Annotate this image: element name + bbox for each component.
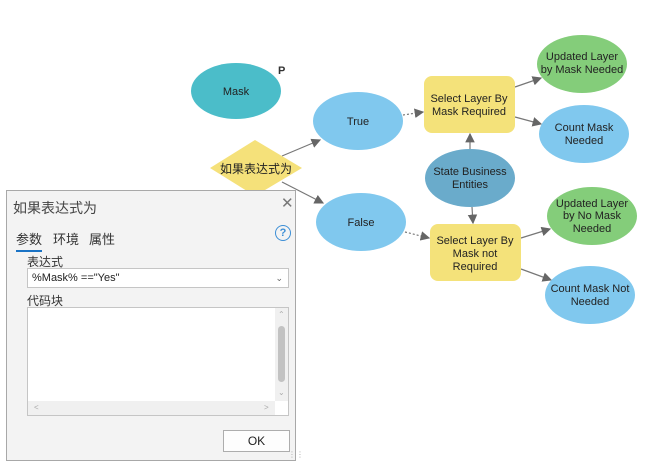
node-updated-no-mask[interactable]: Updated Layer by No Mask Needed bbox=[547, 187, 637, 245]
node-label: Count Mask Not bbox=[551, 283, 630, 295]
node-label: Needed bbox=[571, 296, 610, 308]
scrollbar-thumb[interactable] bbox=[278, 326, 285, 382]
scroll-up-icon[interactable]: ⌃ bbox=[278, 310, 285, 319]
node-label: Mask Required bbox=[432, 106, 506, 118]
node-label: State Business bbox=[433, 166, 507, 178]
node-label: 如果表达式为 bbox=[220, 161, 292, 176]
node-label: Mask not bbox=[453, 248, 498, 260]
node-label: Select Layer By bbox=[430, 93, 508, 105]
connector bbox=[520, 226, 552, 239]
node-label: Updated Layer bbox=[546, 51, 618, 63]
node-label: Count Mask bbox=[555, 122, 614, 134]
node-label: by No Mask bbox=[563, 210, 622, 222]
node-mask[interactable]: Mask P bbox=[191, 63, 285, 119]
node-updated-mask[interactable]: Updated Layer by Mask Needed bbox=[537, 35, 627, 93]
expression-select[interactable]: %Mask% =="Yes" ⌄ bbox=[27, 268, 289, 288]
node-label: Required bbox=[453, 261, 498, 273]
vertical-scrollbar[interactable]: ⌃ ⌄ bbox=[275, 308, 288, 401]
parameter-badge: P bbox=[278, 65, 285, 77]
node-state-entities[interactable]: State Business Entities bbox=[425, 149, 515, 207]
connector bbox=[514, 116, 543, 127]
help-icon[interactable]: ? bbox=[275, 225, 291, 241]
node-condition[interactable]: 如果表达式为 bbox=[210, 140, 302, 196]
node-count-mask[interactable]: Count Mask Needed bbox=[539, 105, 629, 163]
node-label: Needed bbox=[573, 223, 612, 235]
connector bbox=[520, 268, 553, 282]
connector bbox=[402, 108, 425, 118]
connector bbox=[467, 206, 478, 225]
node-false[interactable]: False bbox=[316, 193, 406, 251]
node-select-required[interactable]: Select Layer By Mask Required bbox=[424, 76, 515, 133]
connector bbox=[404, 231, 431, 241]
node-label: Mask bbox=[223, 86, 250, 98]
scroll-right-icon[interactable]: > bbox=[264, 403, 269, 412]
chevron-down-icon: ⌄ bbox=[275, 273, 283, 283]
scroll-left-icon[interactable]: < bbox=[34, 403, 39, 412]
close-icon[interactable]: ✕ bbox=[281, 195, 294, 212]
dialog-title: 如果表达式为 bbox=[13, 200, 97, 216]
node-count-mask-not[interactable]: Count Mask Not Needed bbox=[545, 266, 635, 324]
node-label: Updated Layer bbox=[556, 198, 628, 210]
node-label: Select Layer By bbox=[436, 235, 514, 247]
connector bbox=[514, 76, 543, 88]
connector bbox=[281, 181, 325, 204]
tab-environments[interactable]: 环境 bbox=[53, 232, 80, 247]
code-block-label: 代码块 bbox=[27, 294, 64, 308]
node-label: by Mask Needed bbox=[541, 64, 624, 76]
expression-value: %Mask% =="Yes" bbox=[32, 272, 120, 284]
connector bbox=[281, 138, 322, 157]
resize-grip-icon[interactable]: ⋮⋮ bbox=[288, 450, 304, 459]
properties-dialog: 如果表达式为 ✕ 参数 环境 属性 ? 表达式 %Mask% =="Yes" ⌄… bbox=[6, 190, 304, 461]
ok-button[interactable]: OK bbox=[223, 430, 290, 452]
scroll-down-icon[interactable]: ⌄ bbox=[278, 388, 285, 397]
horizontal-scrollbar[interactable]: < > bbox=[28, 401, 275, 415]
tab-parameters[interactable]: 参数 bbox=[16, 229, 43, 252]
node-label: Needed bbox=[565, 135, 604, 147]
node-true[interactable]: True bbox=[313, 92, 403, 150]
node-label: Entities bbox=[452, 179, 489, 191]
code-block-textarea[interactable]: ⌃ ⌄ < > bbox=[27, 307, 289, 416]
node-select-not-required[interactable]: Select Layer By Mask not Required bbox=[430, 224, 521, 281]
node-label: True bbox=[347, 116, 369, 128]
expression-label: 表达式 bbox=[27, 255, 64, 269]
tab-properties[interactable]: 属性 bbox=[89, 232, 116, 247]
node-label: False bbox=[348, 217, 375, 229]
